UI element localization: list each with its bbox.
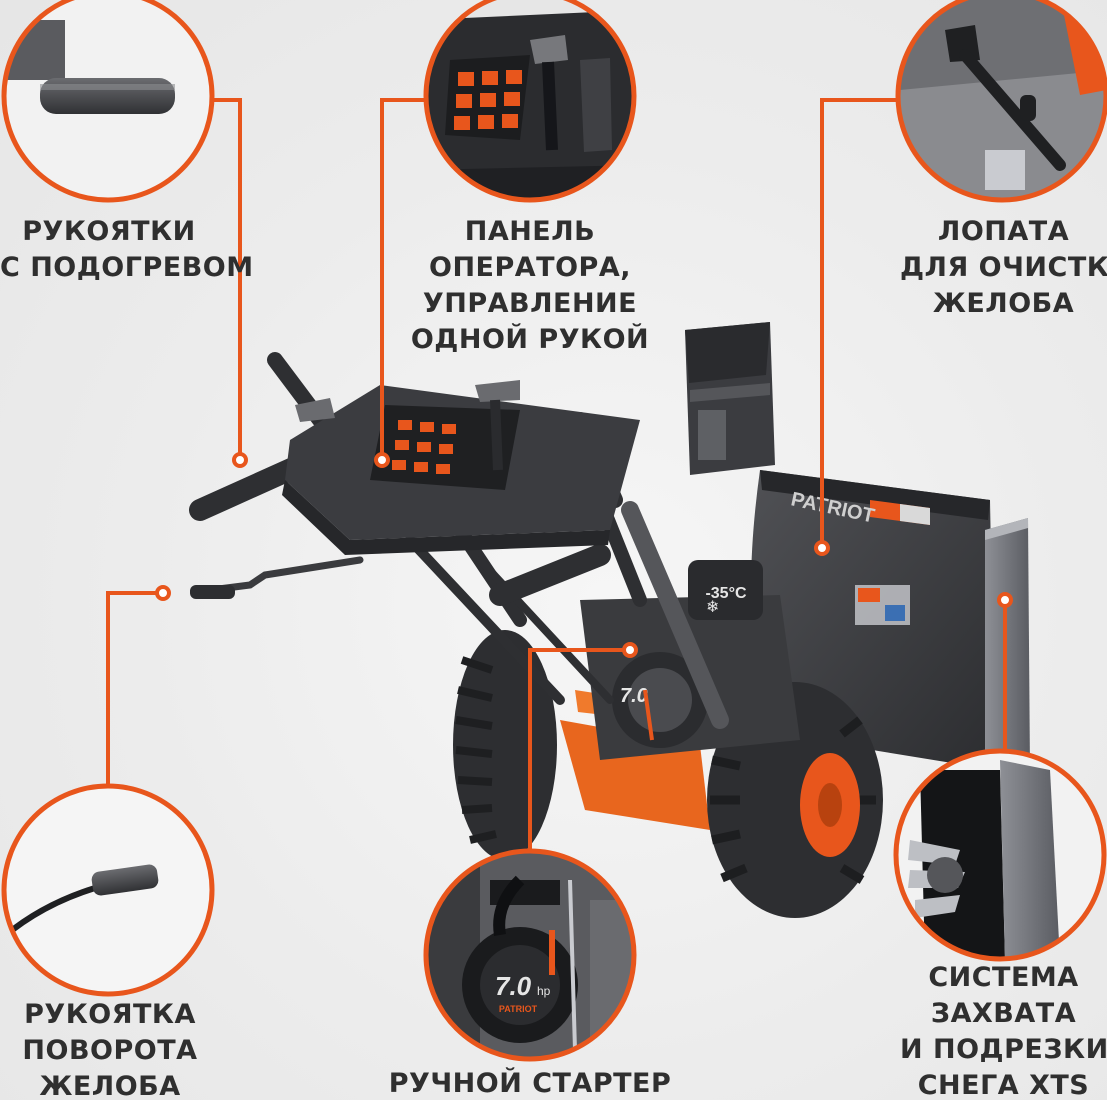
operator-panel-label-line: ОПЕРАТОРА, — [429, 252, 631, 283]
chute-crank-rod — [190, 556, 364, 599]
chute-shovel-label-line: ЛОПАТА — [937, 216, 1070, 247]
detail-circle-operator-panel — [423, 0, 637, 203]
snowblower-machine: PATRIOT 7.0 -35°C ❄ — [189, 322, 1030, 918]
capture-system-label-line: СНЕГА XTS — [917, 1070, 1090, 1100]
chute-crank-label-line: РУКОЯТКА — [24, 999, 196, 1030]
capture-system-label-line: СИСТЕМА — [928, 962, 1079, 993]
operator-panel-label-line: ПАНЕЛЬ — [464, 216, 596, 247]
heated-handles-label-line: РУКОЯТКИ — [22, 216, 196, 247]
callout-connectors — [106, 98, 1007, 850]
starter-engine-text: 7.0 — [495, 971, 532, 1001]
chute-crank-label: РУКОЯТКА ПОВОРОТА ЖЕЛОБА — [0, 997, 220, 1100]
capture-system-label: СИСТЕМА ЗАХВАТА И ПОДРЕЗКИ СНЕГА XTS — [900, 960, 1107, 1100]
operator-panel-label-line: УПРАВЛЕНИЕ — [422, 288, 638, 319]
chute-shovel-label: ЛОПАТА ДЛЯ ОЧИСТКИ ЖЕЛОБА — [900, 214, 1107, 322]
connector-chute-shovel — [820, 98, 900, 548]
capture-system-label-line: ЗАХВАТА — [930, 998, 1077, 1029]
callout-dots — [155, 452, 1013, 658]
engine-hp-text: 7.0 — [620, 685, 648, 707]
control-panel — [282, 380, 640, 555]
chute-shovel-label-line: ДЛЯ ОЧИСТКИ — [900, 252, 1107, 283]
detail-circle-capture-system — [893, 748, 1107, 962]
detail-circle-chute-shovel — [895, 0, 1107, 203]
starter-brand-text: PATRIOT — [499, 1004, 538, 1014]
chute-crank-label-line: ПОВОРОТА — [22, 1035, 198, 1066]
detail-circle-heated-handles — [1, 0, 215, 203]
engine: 7.0 -35°C ❄ — [580, 560, 800, 760]
connector-heated-handles — [210, 98, 242, 460]
left-wheel — [453, 630, 557, 860]
operator-panel-label: ПАНЕЛЬ ОПЕРАТОРА, УПРАВЛЕНИЕ ОДНОЙ РУКОЙ — [400, 214, 660, 358]
starter-engine-unit: hp — [537, 984, 551, 998]
detail-circle-manual-starter: 7.0 hp PATRIOT — [423, 848, 637, 1062]
connector-operator-panel — [380, 98, 425, 460]
snowflake-icon: ❄ — [706, 597, 719, 616]
discharge-chute — [685, 322, 775, 475]
chute-shovel-label-line: ЖЕЛОБА — [932, 288, 1075, 319]
connector-manual-starter — [528, 648, 630, 850]
temp-badge-text: -35°C — [705, 585, 747, 602]
manual-starter-label: РУЧНОЙ СТАРТЕР — [380, 1066, 680, 1100]
detail-circle-chute-crank — [1, 783, 215, 997]
heated-handles-label: РУКОЯТКИ С ПОДОГРЕВОМ — [0, 214, 254, 286]
connector-chute-crank — [106, 591, 158, 786]
chute-crank-label-line: ЖЕЛОБА — [39, 1071, 181, 1100]
operator-panel-label-line: ОДНОЙ РУКОЙ — [410, 324, 650, 355]
side-shield — [985, 518, 1030, 772]
capture-system-label-line: И ПОДРЕЗКИ — [900, 1034, 1107, 1065]
heated-handles-label-line: С ПОДОГРЕВОМ — [0, 252, 254, 283]
manual-starter-label-line: РУЧНОЙ СТАРТЕР — [388, 1068, 672, 1099]
